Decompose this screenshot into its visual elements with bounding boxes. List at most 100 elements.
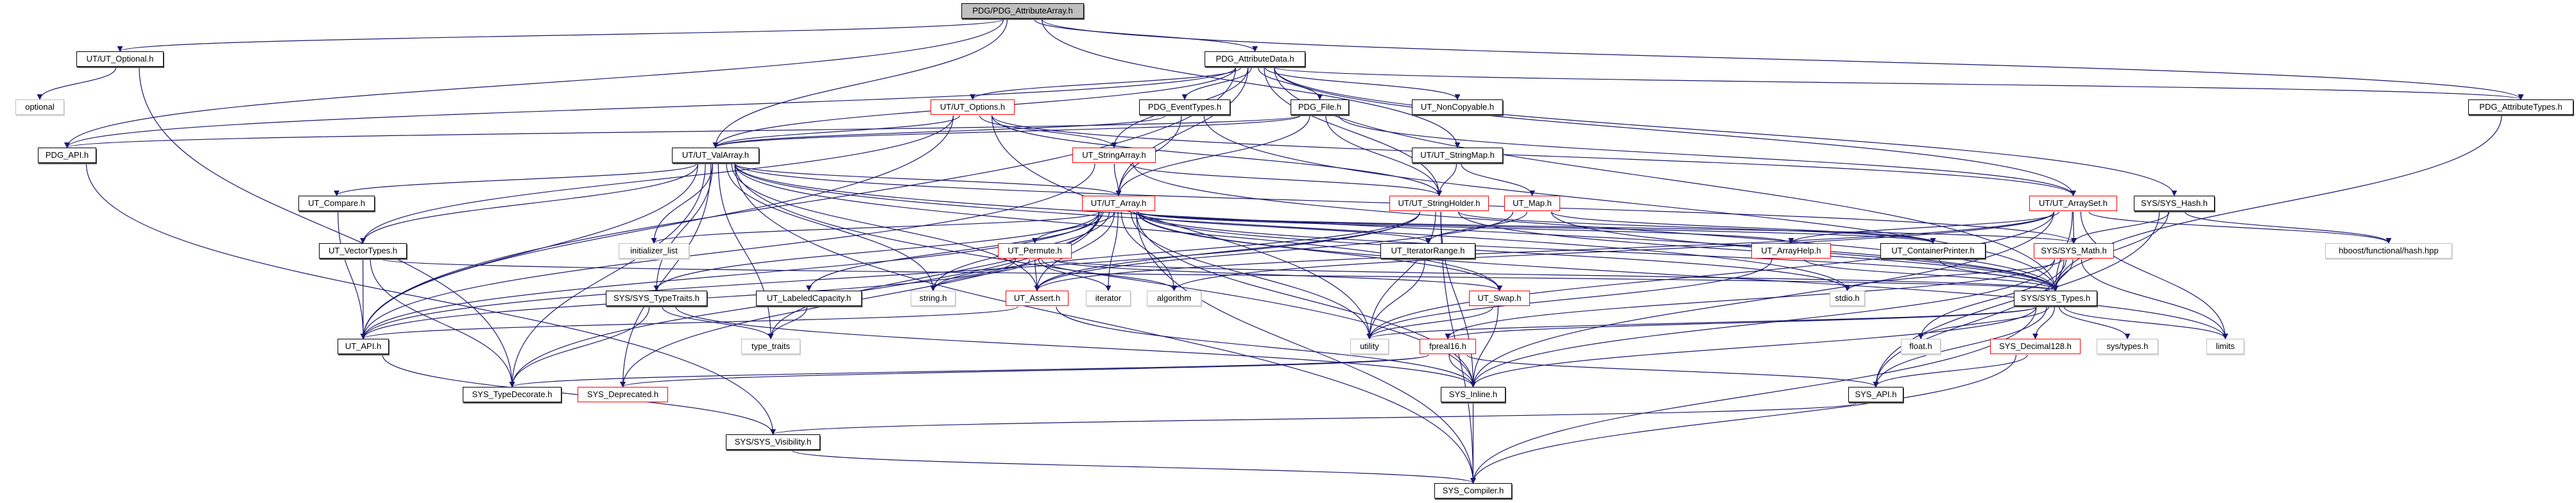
- edge-attrdata-to-eventtypes: [1181, 67, 1252, 100]
- node-permute[interactable]: UT_Permute.h: [998, 243, 1072, 259]
- edge-sysmath-to-fpreal16: [1445, 259, 2056, 339]
- node-stringh[interactable]: string.h: [911, 291, 956, 306]
- node-inline[interactable]: SYS_Inline.h: [1441, 387, 1506, 402]
- edge-optional_h-to-optional: [37, 67, 117, 100]
- node-sysapi[interactable]: SYS_API.h: [1848, 387, 1903, 402]
- node-utapi[interactable]: UT_API.h: [338, 339, 389, 354]
- edge-attrdata-to-syshash: [1273, 67, 2177, 196]
- edge-attrdata-to-stringholder: [1264, 67, 1442, 196]
- node-utarray[interactable]: UT/UT_Array.h: [1082, 196, 1155, 211]
- edge-arrayset-to-utility: [1366, 211, 2055, 339]
- edge-systypes-to-utility: [1366, 306, 2037, 339]
- node-file[interactable]: PDG_File.h: [1291, 99, 1349, 115]
- edge-attrdata-to-arrayset: [1273, 67, 2076, 196]
- node-valarray[interactable]: UT/UT_ValArray.h: [672, 148, 759, 163]
- edge-vectortypes-to-typedecorate: [370, 259, 515, 388]
- edge-systypes-to-systypesh: [2059, 306, 2131, 339]
- edge-root-to-attrtypes: [1041, 19, 2524, 100]
- node-root[interactable]: PDG/PDG_AttributeArray.h: [961, 3, 1084, 19]
- edge-utarray-to-compiler: [1136, 211, 1476, 484]
- node-algorithm[interactable]: algorithm: [1147, 291, 1201, 306]
- edge-fpreal16-to-sysapi: [1466, 354, 1879, 388]
- node-compare[interactable]: UT_Compare.h: [298, 196, 375, 211]
- edge-eventtypes-to-systypes: [1203, 115, 2059, 291]
- edge-visibility-to-compiler: [791, 450, 1476, 484]
- node-typedecorate[interactable]: SYS_TypeDecorate.h: [463, 387, 562, 402]
- node-utility[interactable]: utility: [1350, 339, 1389, 354]
- edge-permute-to-systypes: [1053, 259, 2058, 291]
- edge-utmap-to-iterrange: [1425, 211, 1527, 244]
- node-sysmath[interactable]: SYS/SYS_Math.h: [2034, 243, 2114, 259]
- node-noncopy[interactable]: UT_NonCopyable.h: [1412, 99, 1503, 115]
- edge-decimal-to-compiler: [1470, 354, 2017, 484]
- edge-stringarray-to-utapi: [360, 163, 1095, 339]
- edge-utarray-to-limits: [1137, 211, 2228, 339]
- node-arrayset[interactable]: UT/UT_ArraySet.h: [2029, 196, 2117, 211]
- edge-arrayset-to-hashhpp: [2088, 211, 2392, 244]
- edge-syshash-to-sysmath: [2071, 211, 2170, 244]
- edge-optional_h-to-typedecorate: [139, 67, 515, 388]
- node-stdio[interactable]: stdio.h: [1830, 291, 1865, 306]
- node-fpreal16[interactable]: fpreal16.h: [1420, 339, 1476, 354]
- node-hashhpp[interactable]: hboost/functional/hash.hpp: [2325, 243, 2452, 259]
- edge-valarray-to-compiler: [734, 163, 1476, 484]
- edge-systypes-to-floath: [1918, 306, 2050, 339]
- edge-sysmath-to-stdio: [1844, 259, 2063, 291]
- edge-valarray-to-typedecorate: [509, 163, 706, 388]
- node-initlist[interactable]: initializer_list: [619, 243, 689, 259]
- node-optional[interactable]: optional: [15, 99, 64, 115]
- node-iterator[interactable]: iterator: [1086, 291, 1131, 306]
- node-type_traits[interactable]: type_traits: [741, 339, 800, 354]
- edge-root-to-attrdata: [1034, 19, 1258, 52]
- node-contprinter[interactable]: UT_ContainerPrinter.h: [1880, 243, 1986, 259]
- node-limits[interactable]: limits: [2206, 339, 2244, 354]
- edge-systypes-to-sysapi: [1873, 306, 2047, 388]
- edge-stringmap-to-utmap: [1461, 163, 1535, 196]
- edge-utarray-to-assert: [1034, 211, 1115, 291]
- node-syshash[interactable]: SYS/SYS_Hash.h: [2134, 196, 2215, 211]
- edge-arrayset-to-arrayhelp: [1788, 211, 2060, 244]
- node-compiler[interactable]: SYS_Compiler.h: [1434, 483, 1512, 499]
- node-decimal[interactable]: SYS_Decimal128.h: [1990, 339, 2081, 354]
- node-stringarray[interactable]: UT_StringArray.h: [1072, 148, 1156, 163]
- node-assert[interactable]: UT_Assert.h: [1006, 291, 1069, 306]
- edge-attrdata-to-file: [1257, 67, 1323, 100]
- edge-utarray-to-utapi: [360, 211, 1100, 339]
- edge-valarray-to-utarray: [734, 163, 1122, 196]
- edge-swap-to-utility: [1366, 306, 1493, 339]
- node-options[interactable]: UT/UT_Options.h: [931, 99, 1015, 115]
- edge-stringarray-to-stringholder: [1129, 163, 1442, 196]
- node-stringmap[interactable]: UT/UT_StringMap.h: [1412, 148, 1503, 163]
- node-stringholder[interactable]: UT/UT_StringHolder.h: [1389, 196, 1489, 211]
- edge-assert-to-utapi: [360, 306, 1018, 339]
- edge-utarray-to-iterrange: [1133, 211, 1431, 244]
- edge-valarray-to-vectortypes: [360, 163, 699, 244]
- node-attrtypes[interactable]: PDG_AttributeTypes.h: [2468, 99, 2573, 115]
- node-iterrange[interactable]: UT_IteratorRange.h: [1380, 243, 1475, 259]
- node-pdgapi[interactable]: PDG_API.h: [38, 148, 96, 163]
- edge-stringarray-to-utarray: [1113, 163, 1122, 196]
- node-systypes[interactable]: SYS/SYS_Types.h: [2014, 291, 2097, 306]
- node-arrayhelp[interactable]: UT_ArrayHelp.h: [1751, 243, 1831, 259]
- edge-utarray-to-labeledcap: [806, 211, 1104, 291]
- edge-arrayset-to-inline: [1470, 211, 2055, 388]
- edge-systypes-to-limits: [2063, 306, 2228, 339]
- edge-options-to-valarray: [712, 115, 961, 148]
- edge-permute-to-swap: [1053, 259, 1502, 291]
- edge-sysmath-to-limits: [2081, 259, 2228, 339]
- node-typetraits_h[interactable]: SYS/SYS_TypeTraits.h: [606, 291, 707, 306]
- edge-arrayhelp-to-systypes: [1804, 259, 2059, 291]
- node-utmap[interactable]: UT_Map.h: [1504, 196, 1560, 211]
- node-deprecated[interactable]: SYS_Deprecated.h: [578, 387, 668, 402]
- node-vectortypes[interactable]: UT_VectorTypes.h: [319, 243, 407, 259]
- node-labeledcap[interactable]: UT_LabeledCapacity.h: [756, 291, 862, 306]
- node-systypesh[interactable]: sys/types.h: [2097, 339, 2158, 354]
- node-swap[interactable]: UT_Swap.h: [1469, 291, 1530, 306]
- node-floath[interactable]: float.h: [1901, 339, 1941, 354]
- node-optional_h[interactable]: UT/UT_Optional.h: [76, 51, 164, 67]
- node-visibility[interactable]: SYS/SYS_Visibility.h: [726, 434, 820, 450]
- node-eventtypes[interactable]: PDG_EventTypes.h: [1139, 99, 1230, 115]
- edge-systypes-to-decimal: [2032, 306, 2056, 339]
- node-attrdata[interactable]: PDG_AttributeData.h: [1205, 51, 1305, 67]
